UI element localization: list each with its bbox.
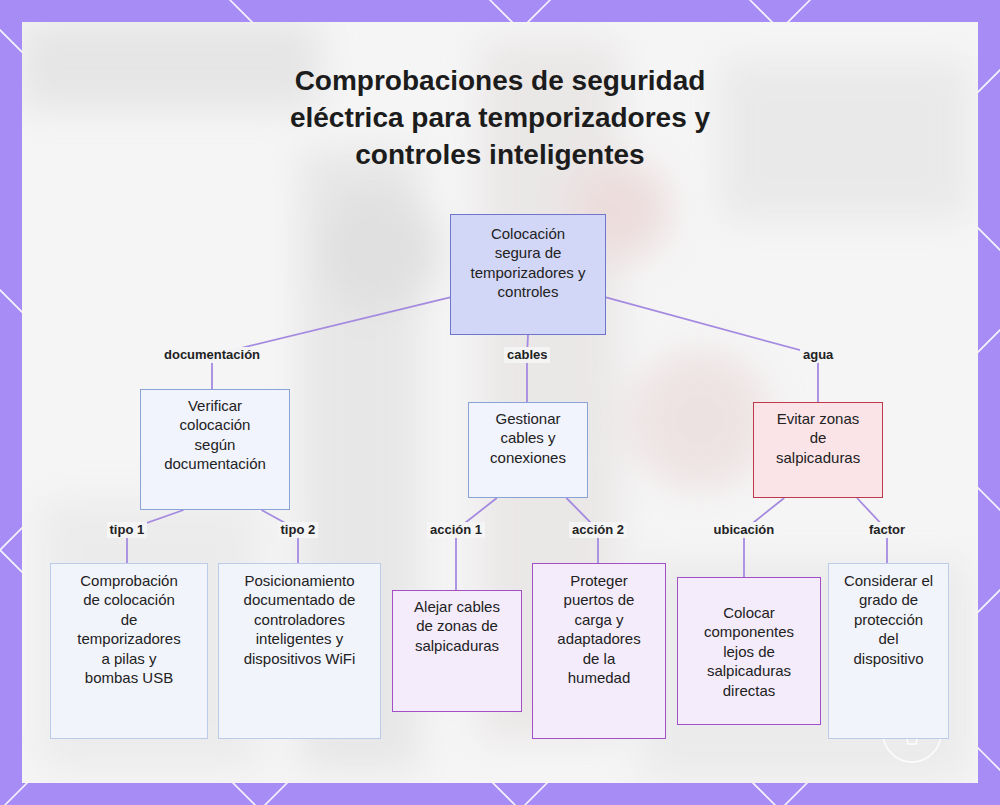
node-text: Proteger puertos de carga y adaptadores …: [553, 571, 645, 687]
category-box: Verificar colocación según documentación: [140, 389, 290, 510]
edge-label: ubicación: [711, 522, 778, 538]
edge-label: agua: [800, 347, 836, 363]
panel: [22, 22, 978, 783]
detail-box: Comprobación de colocación de temporizad…: [50, 563, 208, 739]
warning-box: Evitar zonas de salpicaduras: [753, 402, 883, 498]
action-box: Alejar cables de zonas de salpicaduras: [392, 590, 522, 712]
node-text: Considerar el grado de protección del di…: [843, 571, 934, 668]
connector: [527, 335, 528, 402]
connector: [212, 297, 450, 389]
node-text: Comprobación de colocación de temporizad…: [73, 571, 185, 687]
edge-label: cables: [504, 347, 550, 363]
node-text: Colocación segura de temporizadores y co…: [469, 224, 587, 302]
connector: [456, 498, 497, 590]
edge-label: acción 2: [569, 522, 627, 538]
edge-label: factor: [866, 522, 908, 538]
action-box: Colocar componentes lejos de salpicadura…: [677, 577, 821, 725]
edge-label: acción 1: [427, 522, 485, 538]
root-box: Colocación segura de temporizadores y co…: [450, 214, 606, 335]
blurred-photo: [22, 22, 970, 780]
diagram-title: Comprobaciones de seguridad eléctrica pa…: [260, 62, 740, 173]
node-text: Posicionamiento documentado de controlad…: [233, 571, 366, 668]
node-text: Colocar componentes lejos de salpicadura…: [692, 603, 806, 700]
action-box: Proteger puertos de carga y adaptadores …: [532, 563, 666, 739]
node-text: Alejar cables de zonas de salpicaduras: [409, 597, 505, 655]
edge-label: tipo 1: [107, 522, 148, 538]
detail-box: Considerar el grado de protección del di…: [828, 563, 949, 739]
edge-label: tipo 2: [278, 522, 319, 538]
edge-label: documentación: [161, 347, 263, 363]
category-box: Gestionar cables y conexiones: [468, 402, 588, 498]
detail-box: Posicionamiento documentado de controlad…: [218, 563, 381, 739]
node-text: Gestionar cables y conexiones: [481, 409, 575, 467]
connector: [606, 297, 818, 402]
node-text: Evitar zonas de salpicaduras: [776, 409, 860, 467]
node-text: Verificar colocación según documentación: [159, 396, 271, 474]
